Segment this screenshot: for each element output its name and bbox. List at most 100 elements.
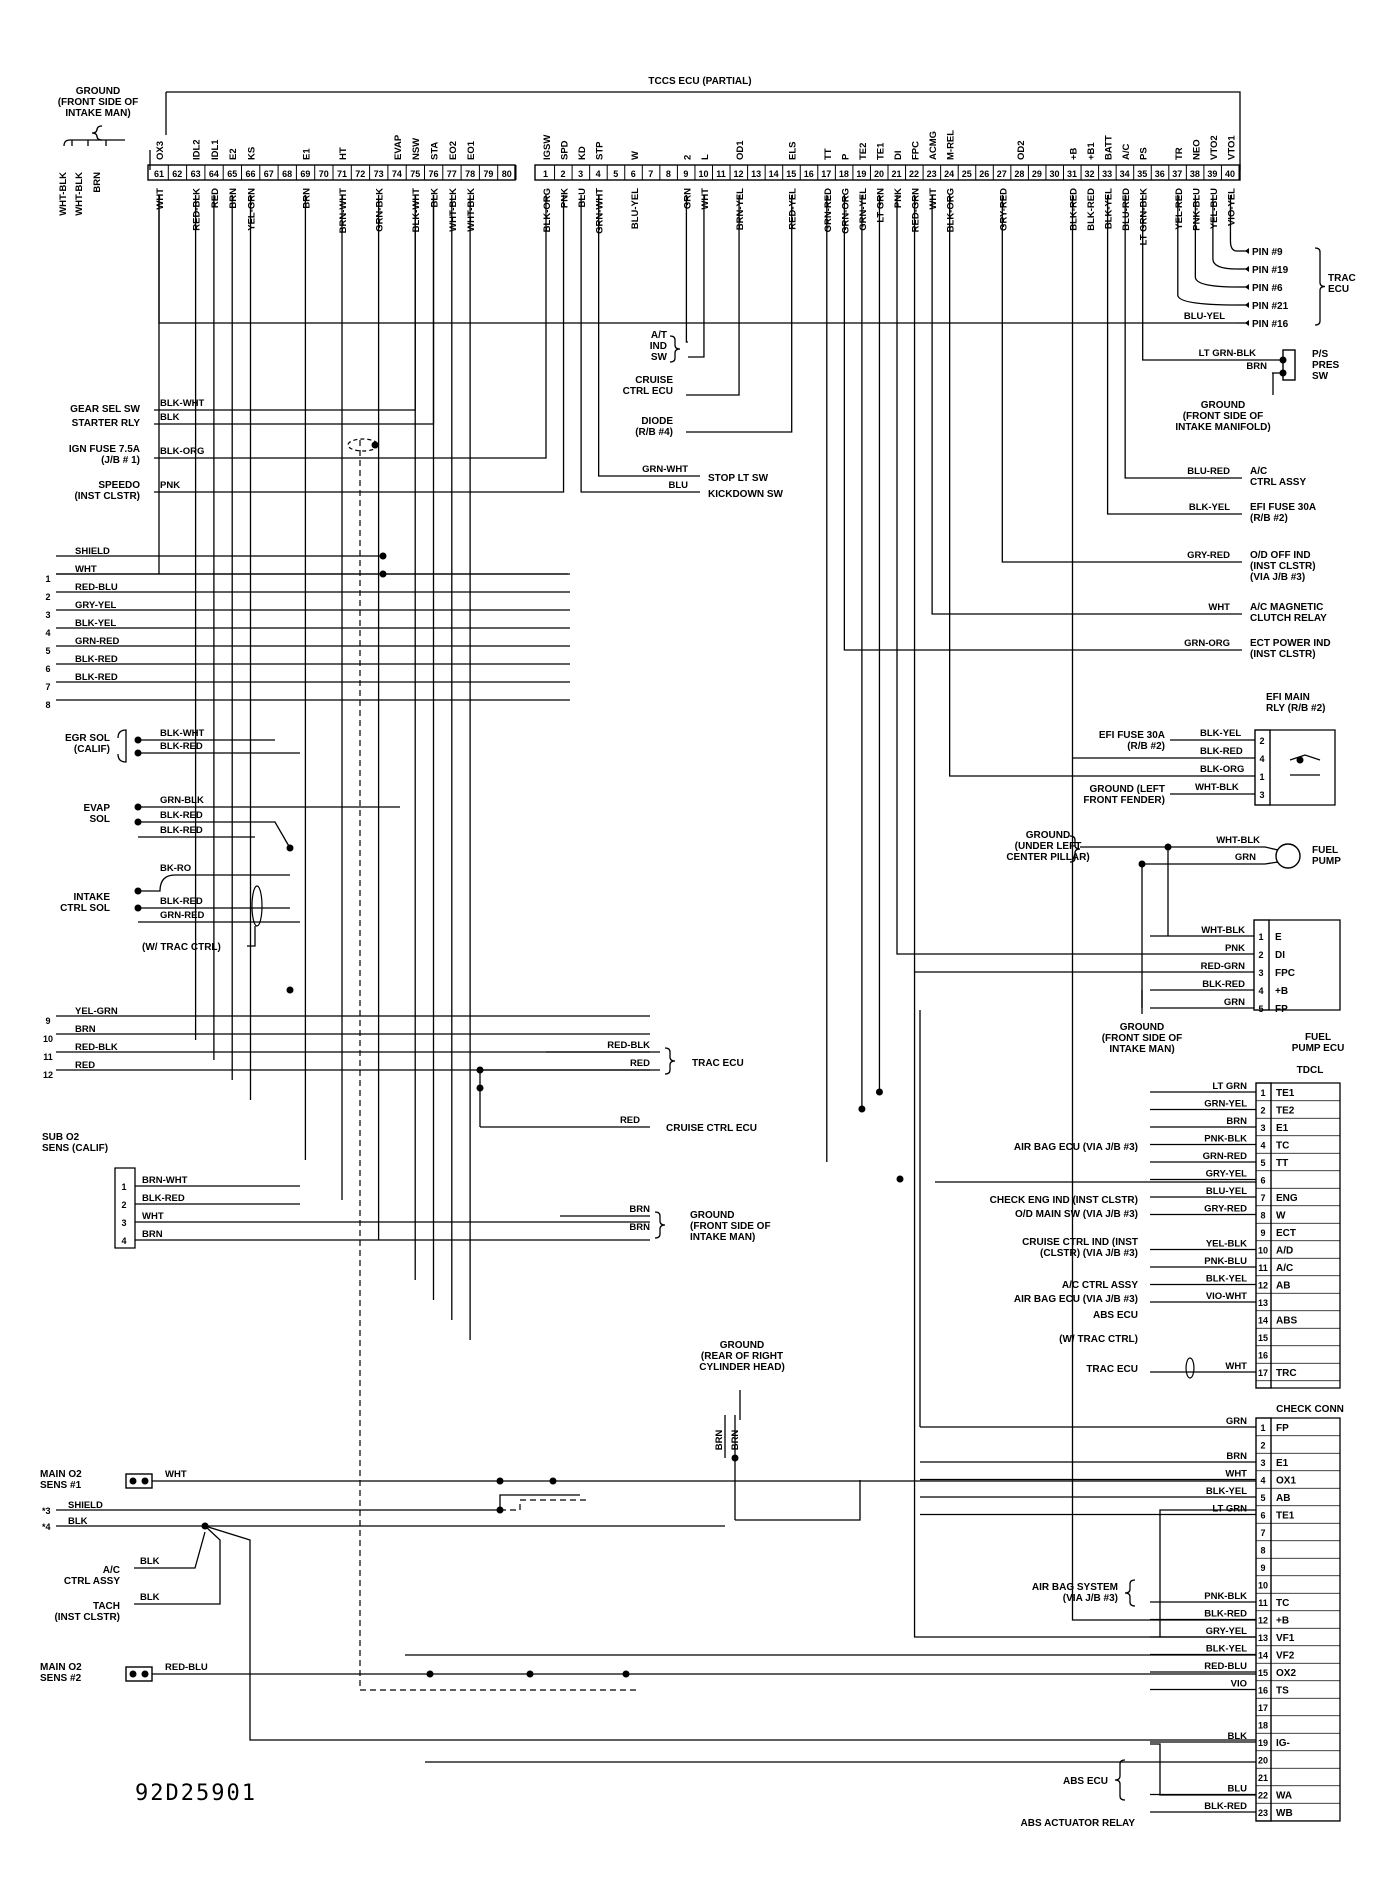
wire-label: BLK: [68, 1516, 88, 1527]
ground-center-pillar: CENTER PILLAR): [1006, 852, 1089, 863]
ecu-pin-61: 61: [154, 169, 164, 179]
shield-loop: [1185, 1357, 1195, 1379]
ecu-wire: YEL-RED: [1174, 188, 1185, 230]
wire-label: GRN-RED: [1203, 1151, 1247, 1162]
ground-top-label: INTAKE MAN): [65, 108, 130, 119]
od-main-sw: O/D MAIN SW (VIA J/B #3): [1015, 1209, 1138, 1220]
harness-num: *3: [42, 1506, 51, 1516]
ecu-pin-13: 13: [751, 169, 761, 179]
arrow: [1245, 302, 1249, 308]
wire: [154, 195, 547, 459]
wire-label: BLU-YEL: [1206, 1186, 1247, 1197]
wire: [686, 195, 740, 396]
ecu-wire: BLK-WHT: [411, 188, 422, 233]
wire-label: WHT-BLK: [1195, 782, 1239, 793]
fp-ecu-term: DI: [1275, 950, 1285, 961]
fp-ecu-term: +B: [1275, 986, 1288, 997]
wire: [1071, 758, 1256, 1621]
wire-label: LT GRN: [1212, 1081, 1247, 1092]
wire: [1124, 195, 1242, 479]
wire-label: BK-RO: [160, 863, 191, 874]
od-off-ind: O/D OFF IND: [1250, 550, 1311, 561]
ecu-term: ELS: [788, 142, 799, 160]
ecu-term: TT: [823, 148, 834, 160]
od-off-ind: (INST CLSTR): [1250, 561, 1316, 572]
ecu-pin-38: 38: [1190, 169, 1200, 179]
ecu-wire: BLU: [577, 188, 588, 208]
harness-num: 8: [45, 700, 50, 710]
ground-top-bus: [63, 139, 125, 147]
ecu-pin-80: 80: [502, 169, 512, 179]
wire: [204, 1525, 1256, 1741]
check-term: E1: [1276, 1458, 1289, 1469]
wire-label: BLU-YEL: [1184, 311, 1225, 322]
ecu-wire: WHT: [155, 188, 166, 210]
ecu-wire: GRN-YEL: [858, 188, 869, 231]
ecu-wire: RED: [210, 188, 221, 208]
wire-label: BLK-RED: [75, 672, 118, 683]
splice-dot: [141, 1670, 149, 1678]
ect-power-ind: (INST CLSTR): [1250, 649, 1316, 660]
wire: [931, 195, 1242, 615]
w-trac-ctrl2: (W/ TRAC CTRL): [1059, 1334, 1138, 1345]
wire: [117, 729, 127, 763]
fp-ecu-term: E: [1275, 932, 1282, 943]
starter-rly: STARTER RLY: [72, 418, 141, 429]
ecu-wire: BLU-RED: [1121, 188, 1132, 231]
wire-label: WHT-BLK: [1216, 835, 1260, 846]
air-bag-ecu: AIR BAG ECU (VIA J/B #3): [1014, 1142, 1138, 1153]
wire-label: BLU: [668, 480, 688, 491]
wire: [1289, 754, 1321, 776]
harness-num: 5: [45, 646, 50, 656]
ecu-term: OD1: [735, 140, 746, 160]
efi-rly-pin: 4: [1259, 754, 1264, 764]
wire-label: WHT: [142, 1211, 164, 1222]
wire-label: BLK-RED: [160, 810, 203, 821]
brace: [1124, 1579, 1136, 1607]
shield-loop: [251, 885, 263, 927]
brace: [664, 1047, 676, 1075]
main-o2-2: SENS #2: [40, 1673, 82, 1684]
check-pin: 1: [1260, 1423, 1265, 1433]
check-pin: 5: [1260, 1493, 1265, 1503]
wire-label: BLK: [160, 412, 180, 423]
ac-ctrl-assy2: A/C: [103, 1565, 120, 1576]
check-pin: 17: [1258, 1703, 1268, 1713]
ground-intake-man3: GROUND: [690, 1210, 734, 1221]
wire-label: GRN-RED: [75, 636, 119, 647]
wire: [685, 195, 705, 358]
tdcl-pin: 12: [1258, 1281, 1268, 1291]
check-term: OX1: [1276, 1476, 1296, 1487]
ground-intake-manifold: (FRONT SIDE OF: [1183, 411, 1264, 422]
wire: [896, 195, 1150, 955]
wire-label: BLK-RED: [75, 654, 118, 665]
splice-dot: [379, 570, 387, 578]
check-pin: 6: [1260, 1511, 1265, 1521]
ecu-pin-35: 35: [1137, 169, 1147, 179]
arrow: [1245, 266, 1249, 272]
ecu-term: NEO: [1191, 139, 1202, 160]
wire-label: GRY-YEL: [1206, 1169, 1248, 1180]
ecu-pin-39: 39: [1207, 169, 1217, 179]
tdcl-pin: 10: [1258, 1246, 1268, 1256]
ecu-wire: YEL-BLU: [1209, 188, 1220, 229]
ecu-pin-27: 27: [997, 169, 1007, 179]
check-term: IG-: [1276, 1738, 1290, 1749]
wire-label: BRN-WHT: [142, 1175, 188, 1186]
ecu-pin-32: 32: [1085, 169, 1095, 179]
ecu-term: IDL2: [192, 139, 203, 160]
splice-dot: [1279, 369, 1287, 377]
ecu-term: DI: [893, 151, 904, 161]
ecu-pin-77: 77: [447, 169, 457, 179]
ecu-pin-62: 62: [172, 169, 182, 179]
tdcl-pin: 14: [1258, 1316, 1268, 1326]
wire: [1106, 195, 1242, 515]
ps-pres-sw-label: P/S: [1312, 349, 1328, 360]
ps-pres-sw-label: PRES: [1312, 360, 1340, 371]
check-pin: 21: [1258, 1773, 1268, 1783]
ecu-pin-40: 40: [1225, 169, 1235, 179]
check-pin: 8: [1260, 1546, 1265, 1556]
ecu-term: HT: [338, 147, 349, 160]
ecu-wire: GRN-BLK: [375, 188, 386, 232]
ecu-term: PS: [1139, 147, 1150, 160]
